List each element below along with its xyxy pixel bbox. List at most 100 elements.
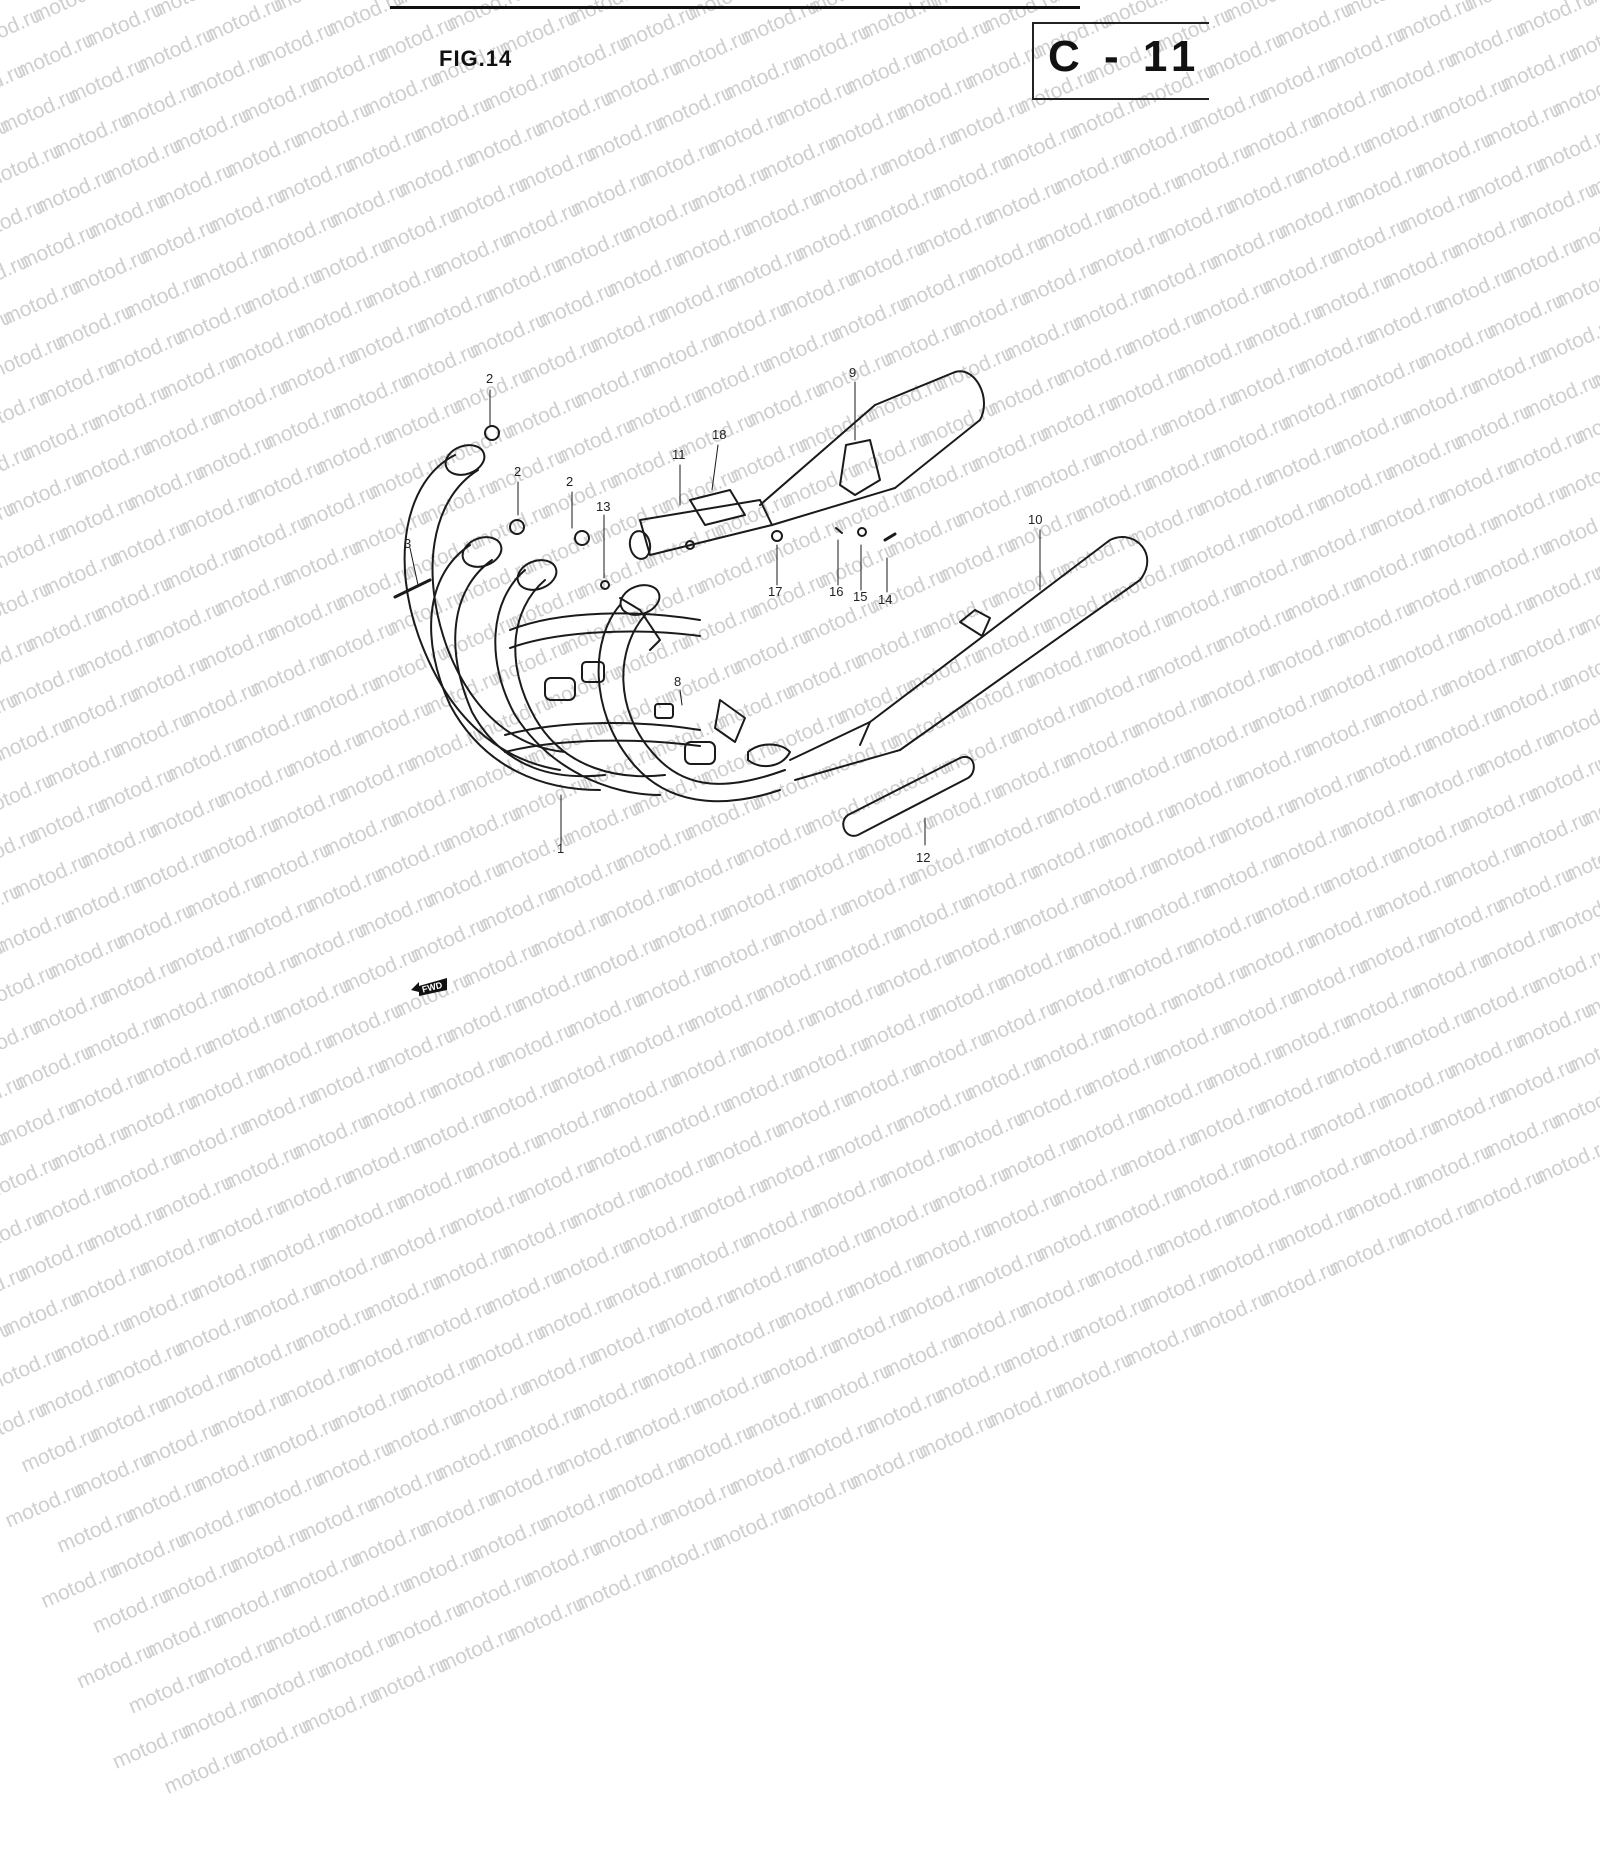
watermark-text: motod.ru bbox=[246, 1658, 331, 1714]
watermark-text: motod.ru bbox=[309, 1245, 394, 1301]
watermark-text: motod.ru bbox=[860, 1192, 945, 1248]
callout-2-right: 2 bbox=[566, 474, 573, 489]
watermark-text: motod.ru bbox=[931, 1353, 1016, 1409]
watermark-text: motod.ru bbox=[67, 1256, 152, 1312]
watermark-text: motod.ru bbox=[194, 1633, 279, 1689]
watermark-text: motod.ru bbox=[292, 1301, 377, 1357]
watermark-text: motod.ru bbox=[726, 1444, 811, 1500]
watermark-text: motod.ru bbox=[1120, 1317, 1205, 1373]
watermark-text: motod.ru bbox=[810, 1359, 895, 1415]
watermark-text: motod.ru bbox=[536, 1481, 621, 1537]
watermark-text: motod.ru bbox=[1068, 1292, 1153, 1348]
watermark-text: motod.ru bbox=[256, 1220, 341, 1276]
watermark-text: motod.ru bbox=[846, 1439, 931, 1495]
watermark-text: motod.ru bbox=[914, 1409, 999, 1465]
watermark-text: motod.ru bbox=[1137, 1261, 1222, 1317]
watermark-text: motod.ru bbox=[89, 1583, 174, 1639]
callout-12: 12 bbox=[916, 850, 930, 865]
watermark-text: motod.ru bbox=[142, 1608, 227, 1664]
watermark-text: motod.ru bbox=[259, 1411, 344, 1467]
watermark-text: motod.ru bbox=[315, 1627, 400, 1683]
watermark-text: motod.ru bbox=[109, 1719, 194, 1775]
callout-17: 17 bbox=[768, 584, 782, 599]
watermark-text: motod.ru bbox=[161, 1744, 246, 1800]
watermark-text: motod.ru bbox=[673, 1420, 758, 1476]
watermark-text: motod.ru bbox=[0, 1342, 67, 1398]
watermark-text: motod.ru bbox=[1000, 1322, 1085, 1378]
watermark-text: motod.ru bbox=[0, 1262, 32, 1318]
watermark-text: motod.ru bbox=[1084, 1237, 1169, 1293]
watermark-text: motod.ru bbox=[911, 1217, 996, 1273]
watermark-text: motod.ru bbox=[0, 1397, 51, 1453]
watermark-text: motod.ru bbox=[360, 1270, 445, 1326]
watermark-text: motod.ru bbox=[947, 1298, 1032, 1354]
watermark-text: motod.ru bbox=[366, 1653, 451, 1709]
watermark-text: motod.ru bbox=[863, 1383, 948, 1439]
watermark-text: motod.ru bbox=[569, 1370, 654, 1426]
watermark-text: motod.ru bbox=[103, 1336, 188, 1392]
fwd-arrow-icon: FWD bbox=[409, 976, 449, 998]
watermark-text: motod.ru bbox=[377, 1214, 462, 1270]
callout-11: 11 bbox=[672, 447, 686, 462]
exhaust-header-pipes bbox=[405, 455, 785, 801]
watermark-text: motod.ru bbox=[70, 1447, 155, 1503]
watermark-text: motod.ru bbox=[618, 1203, 703, 1259]
callout-2-middle: 2 bbox=[514, 464, 521, 479]
watermark-text: motod.ru bbox=[553, 1425, 638, 1481]
callout-16: 16 bbox=[829, 584, 843, 599]
watermark-text: motod.ru bbox=[1274, 1200, 1359, 1256]
watermark-text: motod.ru bbox=[347, 1517, 432, 1573]
watermark-text: motod.ru bbox=[432, 1431, 517, 1487]
watermark-text: motod.ru bbox=[1257, 1256, 1342, 1312]
watermark-text: motod.ru bbox=[298, 1683, 383, 1739]
watermark-text: motod.ru bbox=[723, 1253, 808, 1309]
watermark-text: motod.ru bbox=[0, 1286, 84, 1342]
watermark-text: motod.ru bbox=[73, 1639, 158, 1695]
watermark-text: motod.ru bbox=[843, 1248, 928, 1304]
upper-muffler bbox=[628, 371, 984, 560]
watermark-text: motod.ru bbox=[602, 1259, 687, 1315]
lower-muffler bbox=[790, 537, 1147, 780]
watermark-text: motod.ru bbox=[637, 1339, 722, 1395]
watermark-text: motod.ru bbox=[262, 1603, 347, 1659]
watermark-text: motod.ru bbox=[670, 1228, 755, 1284]
watermark-text: motod.ru bbox=[396, 1350, 481, 1406]
watermark-text: motod.ru bbox=[500, 1400, 585, 1456]
watermark-text: motod.ru bbox=[1205, 1231, 1290, 1287]
callout-3: 3 bbox=[404, 536, 411, 551]
watermark-text: motod.ru bbox=[50, 1312, 135, 1368]
watermark-text: motod.ru bbox=[497, 1209, 582, 1265]
heat-shield bbox=[843, 757, 974, 836]
watermark-text: motod.ru bbox=[468, 1511, 553, 1567]
watermark-text: motod.ru bbox=[204, 1195, 289, 1251]
watermark-text: motod.ru bbox=[106, 1528, 191, 1584]
watermark-text: motod.ru bbox=[791, 1223, 876, 1279]
leader-lines bbox=[410, 382, 1040, 845]
watermark-text: motod.ru bbox=[155, 1362, 240, 1418]
watermark-text: motod.ru bbox=[777, 1470, 862, 1526]
watermark-text: motod.ru bbox=[327, 1381, 412, 1437]
watermark-text: motod.ru bbox=[187, 1251, 272, 1307]
watermark-text: motod.ru bbox=[964, 1242, 1049, 1298]
watermark-text: motod.ru bbox=[517, 1345, 602, 1401]
watermark-text: motod.ru bbox=[175, 1497, 260, 1553]
watermark-text: motod.ru bbox=[1016, 1267, 1101, 1323]
watermark-text: motod.ru bbox=[2, 1478, 87, 1534]
watermark-text: motod.ru bbox=[276, 1356, 361, 1412]
watermark-text: motod.ru bbox=[210, 1578, 295, 1634]
watermark-text: motod.ru bbox=[399, 1542, 484, 1598]
watermark-text: motod.ru bbox=[465, 1320, 550, 1376]
watermark-text: motod.ru bbox=[484, 1456, 569, 1512]
watermark-text: motod.ru bbox=[503, 1592, 588, 1648]
watermark-text: motod.ru bbox=[605, 1450, 690, 1506]
callout-9: 9 bbox=[849, 365, 856, 380]
watermark-text: motod.ru bbox=[452, 1566, 537, 1622]
watermark-text: motod.ru bbox=[53, 1503, 138, 1559]
watermark-text: motod.ru bbox=[171, 1306, 256, 1362]
watermark-text: motod.ru bbox=[895, 1273, 980, 1329]
watermark-text: motod.ru bbox=[550, 1234, 635, 1290]
watermark-text: motod.ru bbox=[827, 1303, 912, 1359]
callout-15: 15 bbox=[853, 589, 867, 604]
watermark-text: motod.ru bbox=[229, 1714, 314, 1770]
watermark-text: motod.ru bbox=[119, 1281, 204, 1337]
